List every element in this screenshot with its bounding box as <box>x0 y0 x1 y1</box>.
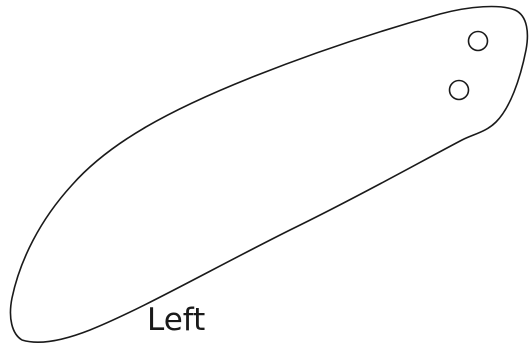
hole-upper <box>467 30 489 52</box>
template-outline <box>9 5 529 343</box>
hole-lower <box>448 79 470 101</box>
side-label: Left <box>147 302 206 338</box>
